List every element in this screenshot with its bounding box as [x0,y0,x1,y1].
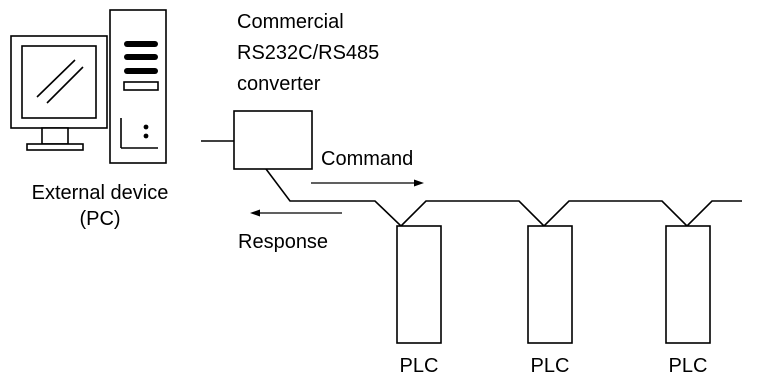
command-label: Command [321,148,413,170]
plc-unit-3 [665,225,711,344]
rs485-bus-line [265,168,742,228]
tower-case-icon [109,9,167,164]
converter-box [233,110,313,170]
plc-unit-2 [527,225,573,344]
converter-label-line3: converter [237,73,321,95]
plc-label-1: PLC [400,355,439,377]
plc-unit-1 [396,225,442,344]
pc-label-line2: (PC) [79,208,120,230]
converter-label-line1: Commercial [237,11,344,33]
converter-label-line2: RS232C/RS485 [237,42,379,64]
monitor-icon [10,35,108,151]
plc-label-2: PLC [531,355,570,377]
command-arrow [311,179,424,187]
desktop-computer-icon [10,9,167,164]
pc-label-line1: External device [32,182,169,204]
plc-label-3: PLC [669,355,708,377]
response-arrow [250,209,342,217]
response-label: Response [238,231,328,253]
